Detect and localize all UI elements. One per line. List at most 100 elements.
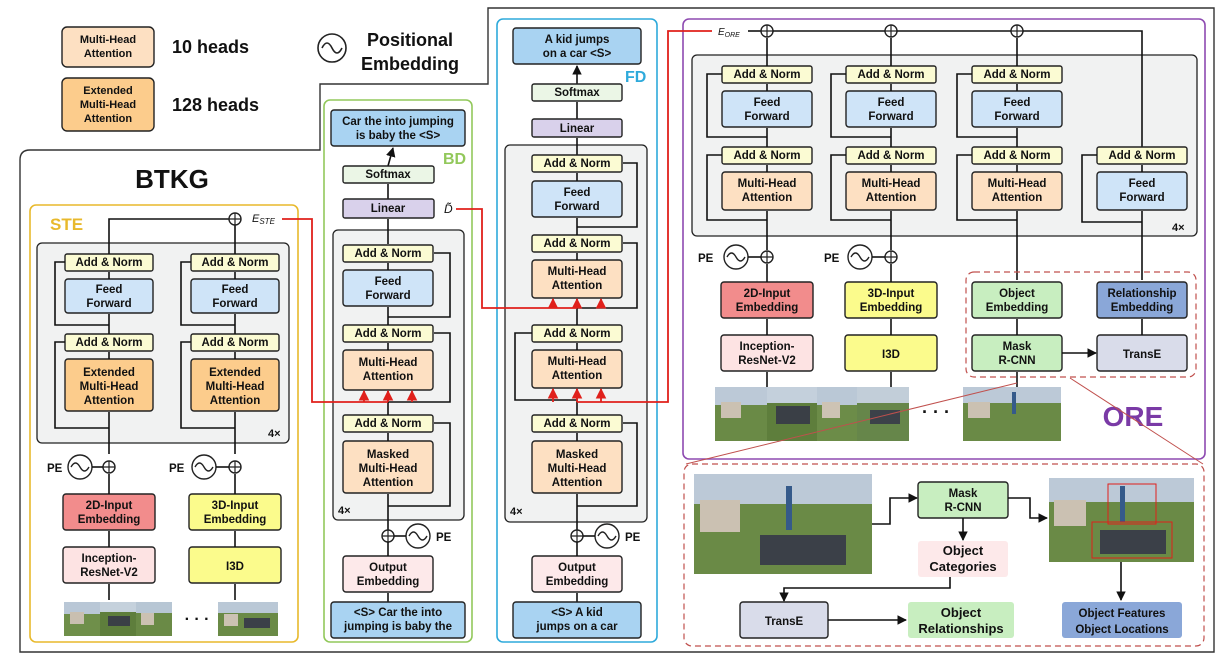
- fd-title: FD: [625, 69, 646, 86]
- ore-pe-label-2d: PE: [698, 253, 714, 265]
- ore-pe-label-3d: PE: [824, 253, 840, 265]
- bd-softmax: Softmax: [365, 169, 411, 181]
- ore-c4-addnorm: Add & Norm: [1108, 150, 1175, 162]
- positional-embedding-icon: [317, 33, 347, 63]
- ore-i3d: I3D: [882, 349, 900, 361]
- fd-addnorm-4: Add & Norm: [543, 418, 610, 430]
- legend-mha-swatch: [61, 26, 155, 68]
- legend-emha-swatch: [61, 77, 155, 132]
- ore-frames-ellipsis: · · ·: [922, 402, 950, 422]
- detail-object-locations: Object Locations: [1075, 624, 1168, 636]
- ste-i3d: I3D: [226, 561, 244, 573]
- fd-softmax: Softmax: [554, 87, 600, 99]
- ste-r-addnorm-bottom: Add & Norm: [201, 337, 268, 349]
- bd-addnorm-3: Add & Norm: [354, 418, 421, 430]
- legend-emha-heads: 128 heads: [172, 95, 259, 115]
- fd-addnorm-2: Add & Norm: [543, 238, 610, 250]
- ste-layers-label: 4×: [268, 428, 281, 440]
- bd-layers: 4×: [338, 505, 351, 517]
- ore-c1-addnorm-top: Add & Norm: [733, 69, 800, 81]
- ste-frames-ellipsis: · · ·: [185, 611, 210, 628]
- detail-transe: TransE: [765, 616, 804, 628]
- bd-linear: Linear: [371, 203, 406, 215]
- pe-icon: [723, 244, 749, 270]
- ste-l-addnorm-top: Add & Norm: [75, 257, 142, 269]
- detail-input-frame: [694, 474, 872, 574]
- fd-addnorm-3: Add & Norm: [543, 328, 610, 340]
- ore-object-region: [965, 271, 1197, 378]
- ore-c1-addnorm-bottom: Add & Norm: [733, 150, 800, 162]
- ore-transe: TransE: [1123, 349, 1162, 361]
- ore-video-frames: [715, 387, 1061, 441]
- btkg-border: [19, 7, 1215, 653]
- ore-layers: 4×: [1172, 222, 1185, 234]
- ste-r-addnorm-top: Add & Norm: [201, 257, 268, 269]
- bd-addnorm-1: Add & Norm: [354, 248, 421, 260]
- ore-c3-addnorm-top: Add & Norm: [983, 69, 1050, 81]
- fd-layers: 4×: [510, 506, 523, 518]
- ste-l-addnorm-bottom: Add & Norm: [75, 337, 142, 349]
- pe-icon: [847, 244, 873, 270]
- ore-c2-addnorm-bottom: Add & Norm: [857, 150, 924, 162]
- ore-output-label: EORE: [718, 27, 740, 39]
- ore-encoder-stack: [691, 54, 1198, 237]
- fd-addnorm-1: Add & Norm: [543, 158, 610, 170]
- pe-icon: [67, 454, 93, 480]
- ste-title: STE: [50, 215, 83, 234]
- ore-title: ORE: [1103, 401, 1164, 432]
- bd-title: BD: [443, 151, 466, 168]
- legend-mha-heads: 10 heads: [172, 37, 249, 57]
- detail-detected-frame: [1049, 478, 1194, 562]
- ore-inception: Inception-ResNet-V2: [738, 341, 796, 367]
- ste-inception: Inception-ResNet-V2: [80, 553, 138, 579]
- btkg-title: BTKG: [135, 164, 209, 194]
- detail-object-features: Object Features: [1079, 608, 1166, 620]
- fd-pe: PE: [625, 532, 641, 544]
- ore-c3-addnorm-bottom: Add & Norm: [983, 150, 1050, 162]
- pe-icon: [405, 523, 431, 549]
